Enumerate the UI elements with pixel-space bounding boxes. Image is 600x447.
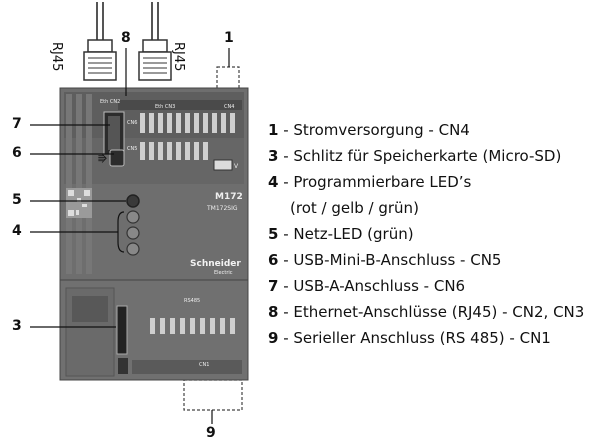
legend-number: 4 xyxy=(268,173,279,191)
legend-number: 5 xyxy=(268,225,279,243)
qr-code xyxy=(66,188,92,218)
usb-symbol: ⭆ xyxy=(98,153,107,165)
model-label: M172 xyxy=(215,192,243,202)
legend-number: 3 xyxy=(268,147,279,165)
legend-item: 9 - Serieller Anschluss (RS 485) - CN1 xyxy=(268,328,551,348)
rj45-label-left: RJ45 xyxy=(49,42,64,72)
legend-item: (rot / gelb / grün) xyxy=(290,198,419,218)
legend-text: - Stromversorgung - CN4 xyxy=(278,121,470,139)
legend-text: - Serieller Anschluss (RS 485) - CN1 xyxy=(278,329,551,347)
rj45-label-right: RJ45 xyxy=(171,42,186,72)
legend-text: (rot / gelb / grün) xyxy=(290,199,419,217)
prog-led-3 xyxy=(126,242,140,256)
callout-1: 1 xyxy=(224,30,234,46)
device-diagram: M172 TM172SIG Schneider Electric Eth CN2… xyxy=(30,2,249,424)
legend-item: 5 - Netz-LED (grün) xyxy=(268,224,414,244)
callout-6: 6 xyxy=(12,145,22,161)
micro-sd-slot xyxy=(116,305,128,355)
controller-housing xyxy=(59,87,249,381)
legend-item: 8 - Ethernet-Anschlüsse (RJ45) - CN2, CN… xyxy=(268,302,584,322)
serial-connector-outline xyxy=(183,379,243,411)
usb-mini-port xyxy=(109,149,125,167)
legend-text: - Ethernet-Anschlüsse (RJ45) - CN2, CN3 xyxy=(278,303,585,321)
callout-leaders xyxy=(30,48,230,424)
brand-sub-label: Electric xyxy=(214,270,233,276)
port-label-cn1: CN1 xyxy=(199,362,209,368)
legend-item: 1 - Stromversorgung - CN4 xyxy=(268,120,470,140)
callout-4: 4 xyxy=(12,223,22,239)
callout-3: 3 xyxy=(12,318,22,334)
network-led xyxy=(126,194,140,208)
brand-label: Schneider xyxy=(190,259,241,269)
legend-number: 8 xyxy=(268,303,279,321)
legend-text: - USB-Mini-B-Anschluss - CN5 xyxy=(278,251,502,269)
legend-item: 3 - Schlitz für Speicherkarte (Micro-SD) xyxy=(268,146,561,166)
legend-item: 7 - USB-A-Anschluss - CN6 xyxy=(268,276,465,296)
legend-item: 4 - Programmierbare LED’s xyxy=(268,172,471,192)
legend-text: - USB-A-Anschluss - CN6 xyxy=(278,277,466,295)
port-label-rs485: RS485 xyxy=(184,298,200,304)
legend-number: 1 xyxy=(268,121,279,139)
port-label-eth-cn2: Eth CN2 xyxy=(100,99,120,105)
callout-7: 7 xyxy=(12,116,22,132)
callout-5: 5 xyxy=(12,192,22,208)
port-label-cn5: CN5 xyxy=(127,146,137,152)
rj45-cable-right xyxy=(138,2,172,81)
rj45-cable-left xyxy=(83,2,117,81)
prog-led-2 xyxy=(126,226,140,240)
legend-number: 6 xyxy=(268,251,279,269)
legend-text: - Schlitz für Speicherkarte (Micro-SD) xyxy=(278,147,562,165)
prog-led-1 xyxy=(126,210,140,224)
port-label-cn6: CN6 xyxy=(127,120,137,126)
legend-number: 7 xyxy=(268,277,279,295)
power-connector-outline xyxy=(216,66,240,94)
port-label-v: V xyxy=(234,163,239,170)
part-label: TM172SIG xyxy=(206,205,238,212)
port-label-eth-cn3: Eth CN3 xyxy=(155,104,175,110)
legend-text: - Programmierbare LED’s xyxy=(278,173,472,191)
legend-text: - Netz-LED (grün) xyxy=(278,225,414,243)
legend-item: 6 - USB-Mini-B-Anschluss - CN5 xyxy=(268,250,501,270)
callout-8: 8 xyxy=(121,30,131,46)
callout-9: 9 xyxy=(206,425,216,441)
legend-number: 9 xyxy=(268,329,279,347)
port-label-cn4: CN4 xyxy=(224,104,234,110)
